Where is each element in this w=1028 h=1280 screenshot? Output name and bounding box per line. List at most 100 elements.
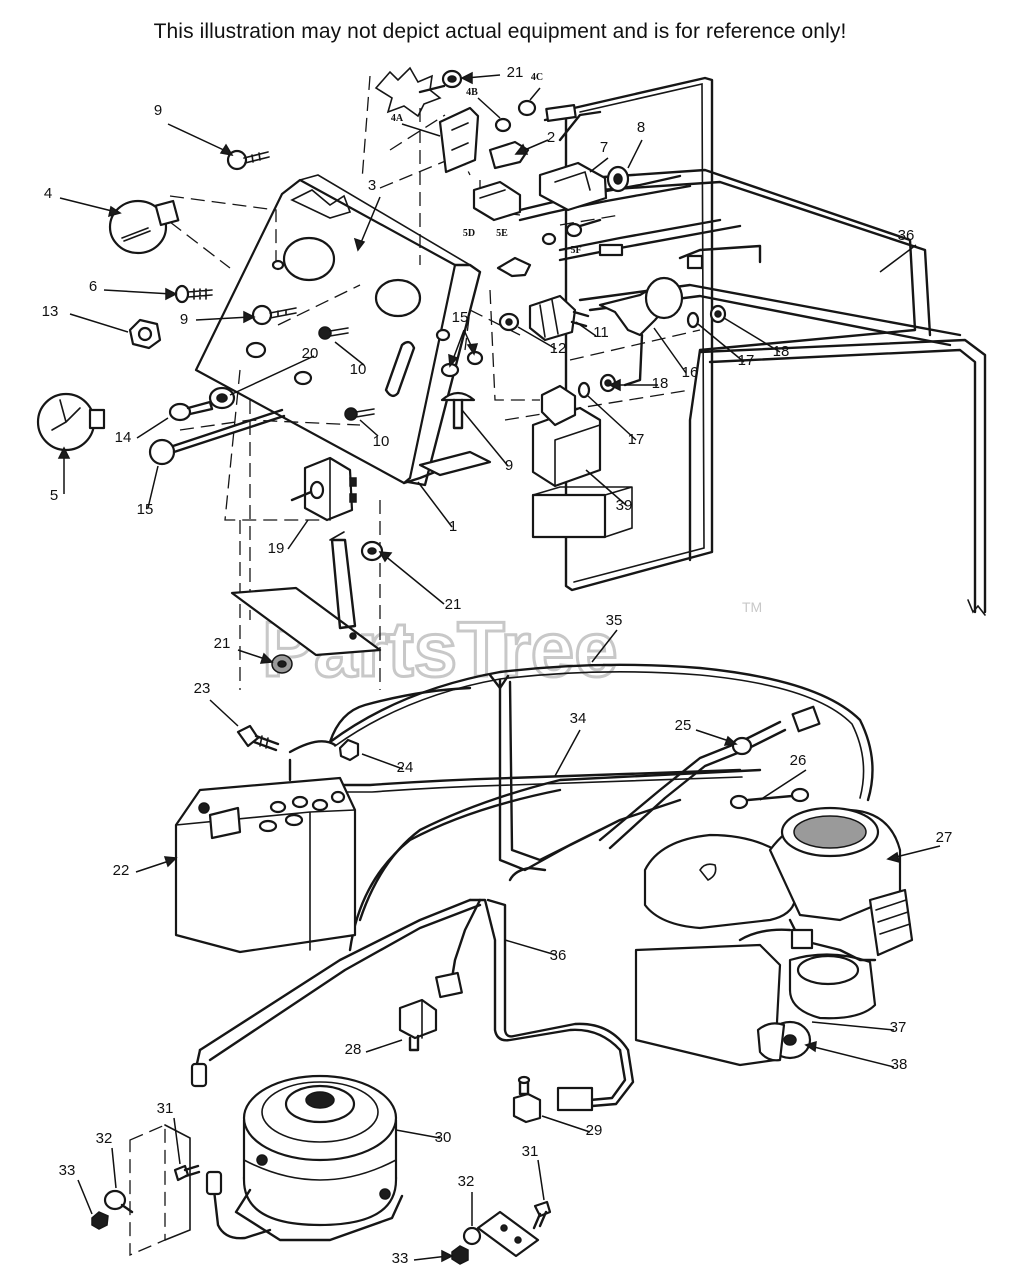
bracket-set-lower bbox=[451, 1200, 552, 1265]
callout-36: 36 bbox=[550, 947, 567, 964]
callout-9: 9 bbox=[180, 311, 188, 328]
leader-lines bbox=[57, 71, 941, 1263]
washer-17-right bbox=[686, 311, 700, 329]
callout-9: 9 bbox=[154, 102, 162, 119]
bolt-9-middle bbox=[251, 304, 297, 326]
nut-20 bbox=[208, 386, 236, 410]
battery-22 bbox=[174, 758, 357, 954]
callout-15: 15 bbox=[137, 501, 154, 518]
washer-5e bbox=[541, 232, 557, 246]
screw-10-upper bbox=[318, 326, 349, 340]
callout-13: 13 bbox=[42, 303, 59, 320]
wire-clip bbox=[418, 450, 492, 477]
callout-5e: 5E bbox=[496, 228, 508, 239]
nut-12 bbox=[498, 312, 520, 332]
engine-27 bbox=[634, 806, 914, 1067]
nut-5f bbox=[565, 218, 602, 238]
ignition-key-14 bbox=[168, 400, 214, 422]
callout-23: 23 bbox=[194, 680, 211, 697]
connector-2 bbox=[488, 140, 530, 170]
ammeter-gauge-5 bbox=[36, 392, 106, 452]
callout-4: 4 bbox=[44, 185, 52, 202]
callout-25: 25 bbox=[675, 717, 692, 734]
callout-36: 36 bbox=[898, 227, 915, 244]
seat-switch-16 bbox=[598, 276, 684, 387]
reference-notice: This illustration may not depict actual … bbox=[153, 20, 847, 43]
electric-clutch-30 bbox=[205, 1074, 404, 1242]
callout-33: 33 bbox=[59, 1162, 76, 1179]
positive-cable-23 bbox=[288, 686, 472, 754]
callout-21: 21 bbox=[445, 596, 462, 613]
relay-39 bbox=[531, 384, 633, 539]
nut-21-lower bbox=[271, 654, 293, 674]
bolt-9-upper bbox=[226, 149, 270, 171]
callout-3: 3 bbox=[368, 177, 376, 194]
nut-21-middle bbox=[360, 540, 384, 562]
main-wire-harness-35 bbox=[190, 663, 874, 1112]
washer-17-lower bbox=[577, 381, 591, 399]
nut-24 bbox=[338, 738, 360, 762]
callout-5d: 5D bbox=[463, 228, 475, 239]
callout-31: 31 bbox=[522, 1143, 539, 1160]
callout-12: 12 bbox=[550, 340, 567, 357]
callout-37: 37 bbox=[890, 1019, 907, 1036]
callout-32: 32 bbox=[96, 1130, 113, 1147]
callout-38: 38 bbox=[891, 1056, 908, 1073]
callout-24: 24 bbox=[397, 759, 414, 776]
callout-2: 2 bbox=[547, 129, 555, 146]
callout-9: 9 bbox=[505, 457, 513, 474]
brake-switch-28 bbox=[398, 971, 463, 1052]
callout-6: 6 bbox=[89, 278, 97, 295]
callout-31: 31 bbox=[157, 1100, 174, 1117]
grommet-8 bbox=[606, 165, 630, 193]
nut-13 bbox=[128, 318, 162, 350]
callout-20: 20 bbox=[302, 345, 319, 362]
callout-30: 30 bbox=[435, 1129, 452, 1146]
callout-33: 33 bbox=[392, 1250, 409, 1267]
callout-28: 28 bbox=[345, 1041, 362, 1058]
nut-18-lower bbox=[599, 373, 617, 393]
terminal-nuts-4b-4c bbox=[494, 99, 537, 133]
callout-35: 35 bbox=[606, 612, 623, 629]
callout-18: 18 bbox=[773, 343, 790, 360]
callout-39: 39 bbox=[616, 497, 633, 514]
callout-4c: 4C bbox=[531, 72, 543, 83]
callout-21: 21 bbox=[507, 64, 524, 81]
callout-14: 14 bbox=[115, 429, 132, 446]
callout-4a: 4A bbox=[391, 113, 404, 124]
callout-1: 1 bbox=[449, 518, 457, 535]
callout-10: 10 bbox=[350, 361, 367, 378]
callout-16: 16 bbox=[682, 364, 699, 381]
connector-housing-7 bbox=[538, 161, 608, 212]
callout-5: 5 bbox=[50, 487, 58, 504]
callout-5f: 5F bbox=[570, 245, 581, 256]
bolt-23 bbox=[236, 724, 280, 752]
toggle-switch-19 bbox=[290, 456, 357, 522]
bracket-set-left bbox=[91, 1124, 201, 1256]
callout-26: 26 bbox=[790, 752, 807, 769]
callout-19: 19 bbox=[268, 540, 285, 557]
screw-10-lower bbox=[344, 407, 375, 421]
callout-27: 27 bbox=[936, 829, 953, 846]
nut-18-right bbox=[709, 304, 727, 324]
cable-terminal-25 bbox=[598, 705, 821, 850]
screw-6 bbox=[174, 284, 213, 304]
spacer-15 bbox=[440, 350, 484, 378]
callout-21: 21 bbox=[214, 635, 231, 652]
callout-11: 11 bbox=[593, 324, 609, 341]
callout-8: 8 bbox=[637, 119, 645, 136]
callout-32: 32 bbox=[458, 1173, 475, 1190]
throttle-knob-15 bbox=[148, 408, 286, 466]
hour-meter-4 bbox=[108, 199, 180, 255]
callout-29: 29 bbox=[586, 1122, 603, 1139]
nut-21-top bbox=[441, 69, 463, 89]
terminal-5d bbox=[496, 256, 532, 278]
pto-switch-29 bbox=[512, 1075, 542, 1124]
solenoid-bracket-4a bbox=[438, 106, 480, 174]
watermark-trademark: TM bbox=[742, 599, 762, 615]
callout-34: 34 bbox=[570, 710, 587, 727]
callout-4b: 4B bbox=[466, 87, 478, 98]
